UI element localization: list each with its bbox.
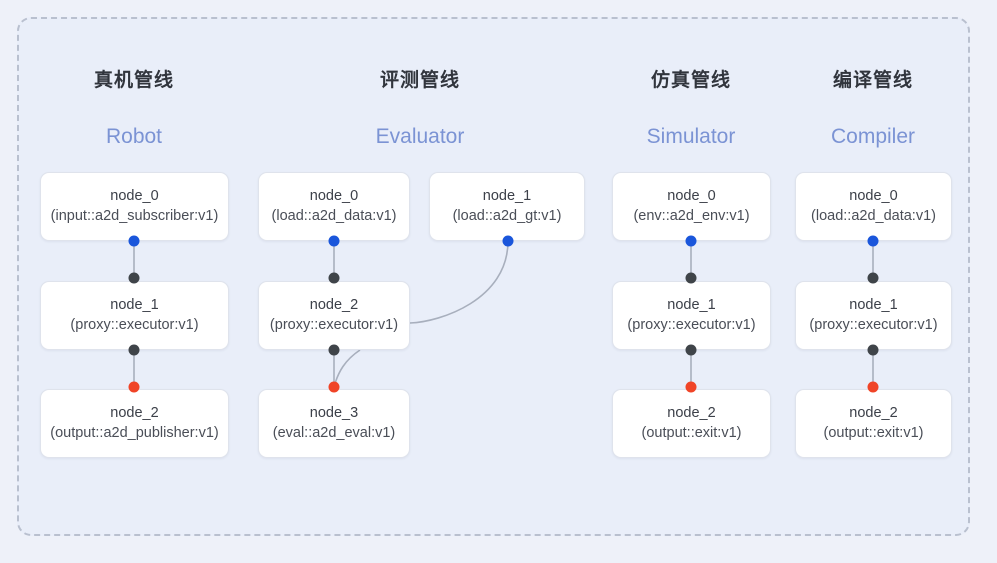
node-name-label: node_1 [849,297,898,314]
node-robot-node_1[interactable]: node_1(proxy::executor:v1) [40,281,229,350]
node-name-label: node_0 [667,188,716,205]
node-name-label: node_2 [309,297,359,314]
port-blue-simulator-0[interactable] [685,235,697,247]
port-dark-evaluator-3[interactable] [328,344,340,356]
node-compiler-node_2[interactable]: node_2(output::exit:v1) [795,389,952,458]
node-name-label: node_2 [667,405,716,422]
node-evaluator-node_0[interactable]: node_0(load::a2d_data:v1) [258,172,410,241]
port-red-robot-3[interactable] [128,381,140,393]
node-simulator-node_0[interactable]: node_0(env::a2d_env:v1) [612,172,771,241]
node-evaluator-node_3[interactable]: node_3(eval::a2d_eval:v1) [258,389,410,458]
node-spec-label: (load::a2d_data:v1) [271,208,397,224]
node-spec-label: (output::exit:v1) [641,425,742,441]
node-name-label: node_0 [849,188,898,205]
port-dark-robot-1[interactable] [128,272,140,284]
node-name-label: node_2 [849,405,898,422]
node-robot-node_0[interactable]: node_0(input::a2d_subscriber:v1) [40,172,229,241]
node-name-label: node_1 [110,297,159,314]
port-dark-evaluator-2[interactable] [328,272,340,284]
column-title-cn-simulator: 仿真管线 [650,70,732,91]
node-spec-label: (env::a2d_env:v1) [633,208,750,224]
node-spec-label: (eval::a2d_eval:v1) [272,425,396,441]
node-evaluator-node_1[interactable]: node_1(load::a2d_gt:v1) [429,172,585,241]
node-name-label: node_2 [110,405,159,422]
column-title-cn-evaluator: 评测管线 [379,70,461,91]
node-evaluator-node_2[interactable]: node_2(proxy::executor:v1) [258,281,410,350]
node-spec-label: (proxy::executor:v1) [809,317,938,333]
node-spec-label: (proxy::executor:v1) [269,317,399,333]
column-title-cn-compiler: 编译管线 [832,70,914,91]
column-title-en-robot: Robot [105,125,163,148]
node-spec-label: (output::a2d_publisher:v1) [50,425,219,441]
node-name-label: node_1 [482,188,532,205]
port-blue-evaluator-1[interactable] [502,235,514,247]
port-dark-robot-2[interactable] [128,344,140,356]
node-spec-label: (input::a2d_subscriber:v1) [50,208,219,224]
port-red-compiler-3[interactable] [867,381,879,393]
column-title-en-simulator: Simulator [646,125,736,148]
node-spec-label: (proxy::executor:v1) [70,317,199,333]
port-blue-evaluator-0[interactable] [328,235,340,247]
node-spec-label: (load::a2d_data:v1) [811,208,936,224]
column-title-en-compiler: Compiler [830,125,916,148]
node-compiler-node_1[interactable]: node_1(proxy::executor:v1) [795,281,952,350]
diagram-panel [17,17,970,536]
column-title-cn-robot: 真机管线 [93,70,175,91]
port-red-evaluator-4[interactable] [328,381,340,393]
node-simulator-node_2[interactable]: node_2(output::exit:v1) [612,389,771,458]
node-simulator-node_1[interactable]: node_1(proxy::executor:v1) [612,281,771,350]
node-spec-label: (proxy::executor:v1) [627,317,756,333]
port-blue-robot-0[interactable] [128,235,140,247]
node-name-label: node_0 [309,188,359,205]
port-dark-simulator-2[interactable] [685,344,697,356]
node-name-label: node_0 [110,188,159,205]
port-blue-compiler-0[interactable] [867,235,879,247]
node-robot-node_2[interactable]: node_2(output::a2d_publisher:v1) [40,389,229,458]
node-name-label: node_3 [309,405,359,422]
node-compiler-node_0[interactable]: node_0(load::a2d_data:v1) [795,172,952,241]
port-dark-compiler-1[interactable] [867,272,879,284]
port-dark-simulator-1[interactable] [685,272,697,284]
node-name-label: node_1 [667,297,716,314]
node-spec-label: (load::a2d_gt:v1) [452,208,562,224]
port-dark-compiler-2[interactable] [867,344,879,356]
port-red-simulator-3[interactable] [685,381,697,393]
column-title-en-evaluator: Evaluator [375,125,465,148]
node-spec-label: (output::exit:v1) [823,425,924,441]
